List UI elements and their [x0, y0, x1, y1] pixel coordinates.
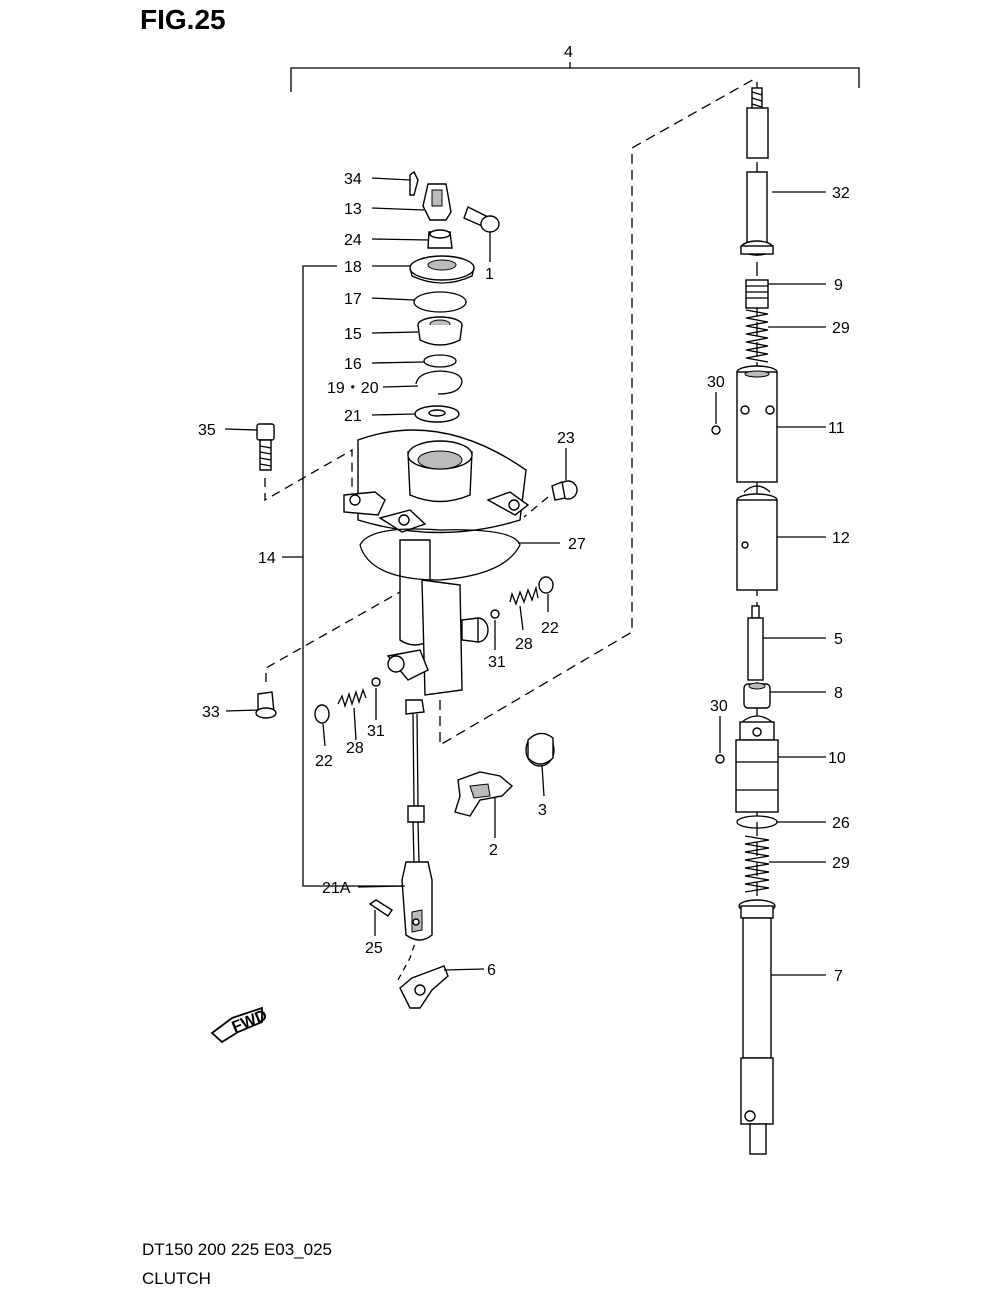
callout-30-bottom: 30: [710, 698, 728, 715]
callout-32: 32: [832, 185, 850, 202]
callout-25: 25: [365, 940, 383, 957]
push-rod: [405, 699, 425, 863]
callout-24: 24: [344, 232, 362, 249]
bolt-part-35: [256, 423, 275, 471]
rod-part-7: [738, 899, 776, 1155]
callout-17: 17: [344, 291, 362, 308]
gasket-part-27: [359, 528, 521, 581]
callout-16: 16: [344, 356, 362, 373]
callout-4: 4: [564, 44, 573, 61]
figure-title: FIG.25: [140, 4, 226, 35]
callout-30-top: 30: [707, 374, 725, 391]
clevis-end-part-21A: [401, 861, 433, 941]
valve-body-part-10: [735, 715, 779, 813]
callout-22-right: 22: [541, 620, 559, 637]
callout-labels: 4 34 13 24 1 18 17 15 16 19・20 21 35 23 …: [198, 44, 850, 985]
bolt-35-dash-line: [264, 448, 353, 502]
spring-plug-right: [509, 576, 554, 606]
cap-part-18: [409, 255, 475, 284]
assembly-dashed-outline: [439, 77, 757, 747]
lever-6-dash: [397, 939, 417, 981]
spring-plug-left: [314, 688, 367, 724]
callout-7: 7: [834, 968, 843, 985]
callout-29-bottom: 29: [832, 855, 850, 872]
o-ring-part-16: [423, 354, 457, 368]
callout-11: 11: [828, 420, 845, 437]
sleeve-part-11: [736, 365, 778, 483]
plug-33-dash: [265, 591, 401, 682]
o-ring-part-17: [413, 291, 467, 313]
callout-28-left: 28: [346, 740, 364, 757]
plug-part-23: [551, 480, 578, 501]
callout-10: 10: [828, 750, 846, 767]
pin-part-25: [368, 899, 393, 917]
callout-12: 12: [832, 530, 850, 547]
pin-part-5: [747, 605, 764, 681]
spring-part-29-bottom: [744, 835, 770, 893]
rod-part-32: [740, 171, 774, 256]
cotter-pin-part-34: [409, 170, 419, 196]
plug-23-dash: [523, 496, 549, 518]
sleeve-part-12: [736, 485, 778, 591]
collar-part-8: [743, 682, 771, 709]
clevis-part-13: [422, 183, 452, 221]
callout-2: 2: [489, 842, 498, 859]
model-code: DT150 200 225 E03_025: [142, 1240, 332, 1259]
ball-part-31-right: [490, 609, 500, 619]
spring-part-29-top: [745, 309, 769, 363]
callout-31-right: 31: [488, 654, 506, 671]
callout-1: 1: [485, 266, 494, 283]
clutch-housing-part-14: [343, 429, 530, 696]
callout-21A: 21A: [322, 880, 351, 897]
clip-part-2: [454, 771, 514, 817]
callout-34: 34: [344, 171, 362, 188]
callout-22-left: 22: [315, 753, 333, 770]
rod-top: [746, 87, 769, 159]
callout-3: 3: [538, 802, 547, 819]
plug-part-33: [255, 691, 277, 719]
cap-part-3: [525, 732, 555, 767]
cap-part-9: [745, 279, 769, 309]
callout-15: 15: [344, 326, 362, 343]
leader-lines: [224, 177, 826, 976]
snap-ring-part-19-20: [415, 370, 463, 395]
callout-6: 6: [487, 962, 496, 979]
callout-18: 18: [344, 259, 362, 276]
lever-part-6: [399, 965, 449, 1009]
callout-8: 8: [834, 685, 843, 702]
callout-23: 23: [557, 430, 575, 447]
ball-part-30-top: [711, 425, 721, 435]
callout-14: 14: [258, 550, 276, 567]
callout-13: 13: [344, 201, 362, 218]
callout-26: 26: [832, 815, 850, 832]
assembly-14-bracket: [302, 265, 402, 887]
callout-5: 5: [834, 631, 843, 648]
callout-33: 33: [202, 704, 220, 721]
clevis-pin-part-1: [463, 206, 500, 233]
ball-part-30-bottom: [715, 754, 725, 764]
callout-31-left: 31: [367, 723, 385, 740]
fwd-arrow: FWD: [210, 1006, 270, 1044]
callout-29-top: 29: [832, 320, 850, 337]
bushing-part-15: [417, 316, 463, 346]
callout-35: 35: [198, 422, 216, 439]
washer-part-21: [414, 405, 460, 423]
callout-21: 21: [344, 408, 362, 425]
callout-27: 27: [568, 536, 586, 553]
nut-part-24: [427, 229, 453, 249]
figure-name: CLUTCH: [142, 1269, 211, 1288]
callout-19-20: 19・20: [327, 380, 379, 397]
callout-9: 9: [834, 277, 843, 294]
ball-part-31-left: [371, 677, 381, 687]
assembly-4-bracket: [290, 62, 860, 92]
callout-28-right: 28: [515, 636, 533, 653]
